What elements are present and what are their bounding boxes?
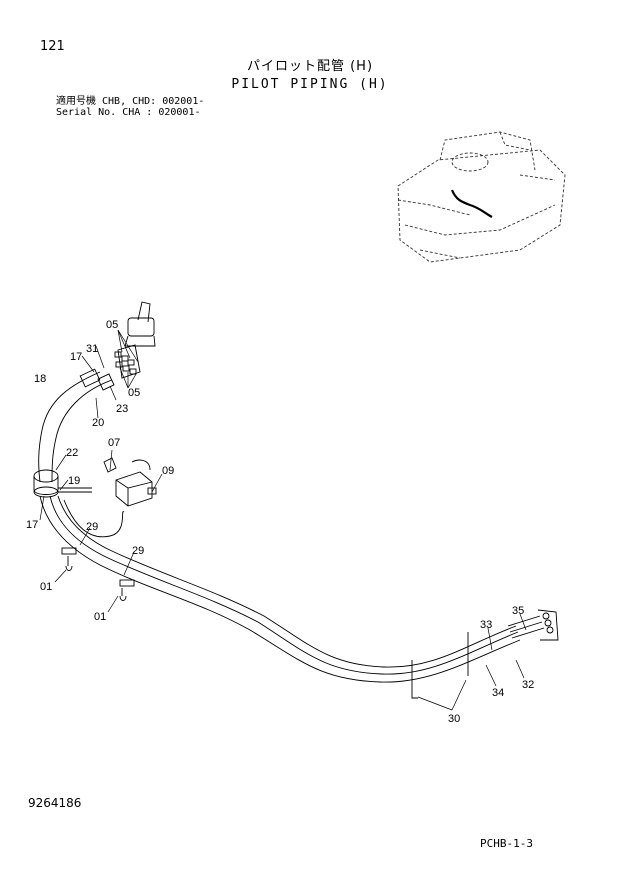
title-japanese: パイロット配管 (H) xyxy=(246,59,374,74)
callout-34: 34 xyxy=(492,687,504,699)
serial-applicability-line-2: Serial No. CHA : 020001- xyxy=(56,107,201,118)
callout-19: 19 xyxy=(68,475,80,487)
document-number: 9264186 xyxy=(28,796,82,810)
callout-22: 22 xyxy=(66,447,78,459)
valve-block xyxy=(103,457,157,507)
callout-05-lower: 05 xyxy=(128,387,140,399)
callout-20: 20 xyxy=(92,417,104,429)
callout-32: 32 xyxy=(522,679,534,691)
callout-30: 30 xyxy=(448,713,460,725)
excavator-locator-view xyxy=(397,131,566,263)
title-english: PILOT PIPING (H) xyxy=(231,77,389,92)
callout-23: 23 xyxy=(116,403,128,415)
pilot-piping-highlight xyxy=(450,189,493,218)
callout-leaders xyxy=(39,329,527,711)
sheet-code: PCHB-1-3 xyxy=(480,837,533,850)
callout-29-upper: 29 xyxy=(86,521,98,533)
hose-bundle xyxy=(33,368,521,699)
callout-18: 18 xyxy=(34,373,46,385)
callout-09: 09 xyxy=(162,465,174,477)
callout-17-lower: 17 xyxy=(26,519,38,531)
callout-01-right: 01 xyxy=(94,611,106,623)
fittings xyxy=(507,609,559,641)
callout-35: 35 xyxy=(512,605,524,617)
callout-labels: 05 31 17 18 05 23 20 22 07 09 19 17 29 2… xyxy=(26,319,534,725)
page-number: 121 xyxy=(40,39,65,54)
callout-05-upper: 05 xyxy=(106,319,118,331)
callout-01-left: 01 xyxy=(40,581,52,593)
callout-29-lower: 29 xyxy=(132,545,144,557)
callout-33: 33 xyxy=(480,619,492,631)
callout-07: 07 xyxy=(108,437,120,449)
pilot-valve xyxy=(114,301,156,379)
serial-applicability-line-1: 適用号機 CHB, CHD: 002001- xyxy=(56,96,205,107)
callout-17-upper: 17 xyxy=(70,351,82,363)
callout-31: 31 xyxy=(86,343,98,355)
